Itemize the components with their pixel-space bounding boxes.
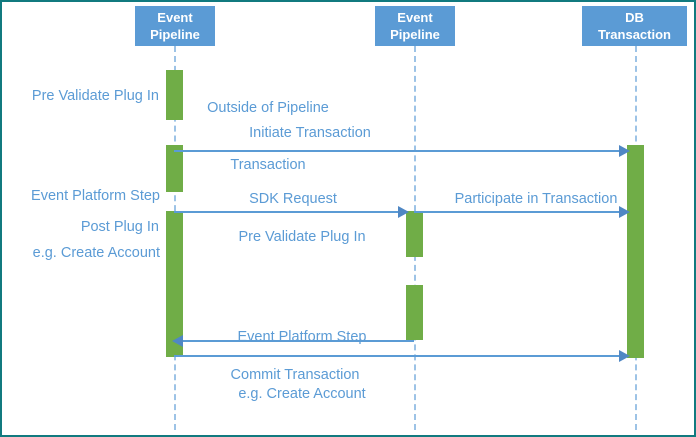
participant-label-line1: Event xyxy=(157,10,193,25)
participant-label-line1: Event xyxy=(397,10,433,25)
arrowhead-commit-transaction xyxy=(619,350,630,362)
annotation-post-plug-in-left: Post Plug In xyxy=(80,219,159,235)
annotation-event-platform-step-left-line1: Event Platform Step xyxy=(31,188,160,204)
participant-event-pipeline-1[interactable]: Event Pipeline xyxy=(135,6,215,46)
activation-bar-post-plug-in xyxy=(166,211,183,357)
message-line-sdk-request xyxy=(174,211,406,213)
annotation-outside-of-pipeline-line2: Transaction xyxy=(230,157,306,173)
annotation-event-platform-step-mid: Event Platform Step e.g. Create Account xyxy=(207,290,397,435)
annotation-pre-validate-plug-in-mid: Pre Validate Plug In xyxy=(238,229,366,245)
participant-label-line1: DB xyxy=(625,10,644,25)
participant-label-line2: Pipeline xyxy=(150,27,200,42)
participant-db-transaction[interactable]: DB Transaction xyxy=(582,6,687,46)
activation-bar-pre-validate xyxy=(166,70,183,120)
message-label-participate-in-transaction: Participate in Transaction xyxy=(454,191,618,207)
annotation-pre-validate-plug-in-left: Pre Validate Plug In xyxy=(31,88,159,104)
activation-bar-event-platform-step xyxy=(166,145,183,192)
arrowhead-participate-in-transaction xyxy=(619,206,630,218)
message-label-commit-transaction: Commit Transaction xyxy=(230,367,360,383)
annotation-event-platform-step-mid-line2: e.g. Create Account xyxy=(238,386,366,402)
message-line-commit-transaction xyxy=(174,355,627,357)
arrowhead-sdk-request xyxy=(398,206,409,218)
message-label-sdk-request: SDK Request xyxy=(249,191,337,207)
participant-label-line2: Pipeline xyxy=(390,27,440,42)
annotation-event-platform-step-left: Event Platform Step e.g. Create Account xyxy=(2,149,160,301)
annotation-outside-of-pipeline-transaction: Outside of Pipeline Transaction xyxy=(194,61,342,213)
annotation-event-platform-step-left-line2: e.g. Create Account xyxy=(32,245,160,261)
participant-label-line2: Transaction xyxy=(598,27,671,42)
message-line-event-platform-step-return xyxy=(183,340,414,342)
activation-bar-db-transaction xyxy=(627,145,644,358)
arrowhead-event-platform-step-return xyxy=(172,335,183,347)
annotation-outside-of-pipeline-line1: Outside of Pipeline xyxy=(207,100,329,116)
participant-event-pipeline-2[interactable]: Event Pipeline xyxy=(375,6,455,46)
arrowhead-initiate-transaction xyxy=(619,145,630,157)
activation-bar-mid-event-platform-step xyxy=(406,285,423,340)
message-label-initiate-transaction: Initiate Transaction xyxy=(249,125,371,141)
activation-bar-mid-pre-validate xyxy=(406,211,423,257)
annotation-event-platform-step-mid-line1: Event Platform Step xyxy=(237,329,367,345)
message-line-participate-in-transaction xyxy=(414,211,627,213)
message-line-initiate-transaction xyxy=(174,150,627,152)
